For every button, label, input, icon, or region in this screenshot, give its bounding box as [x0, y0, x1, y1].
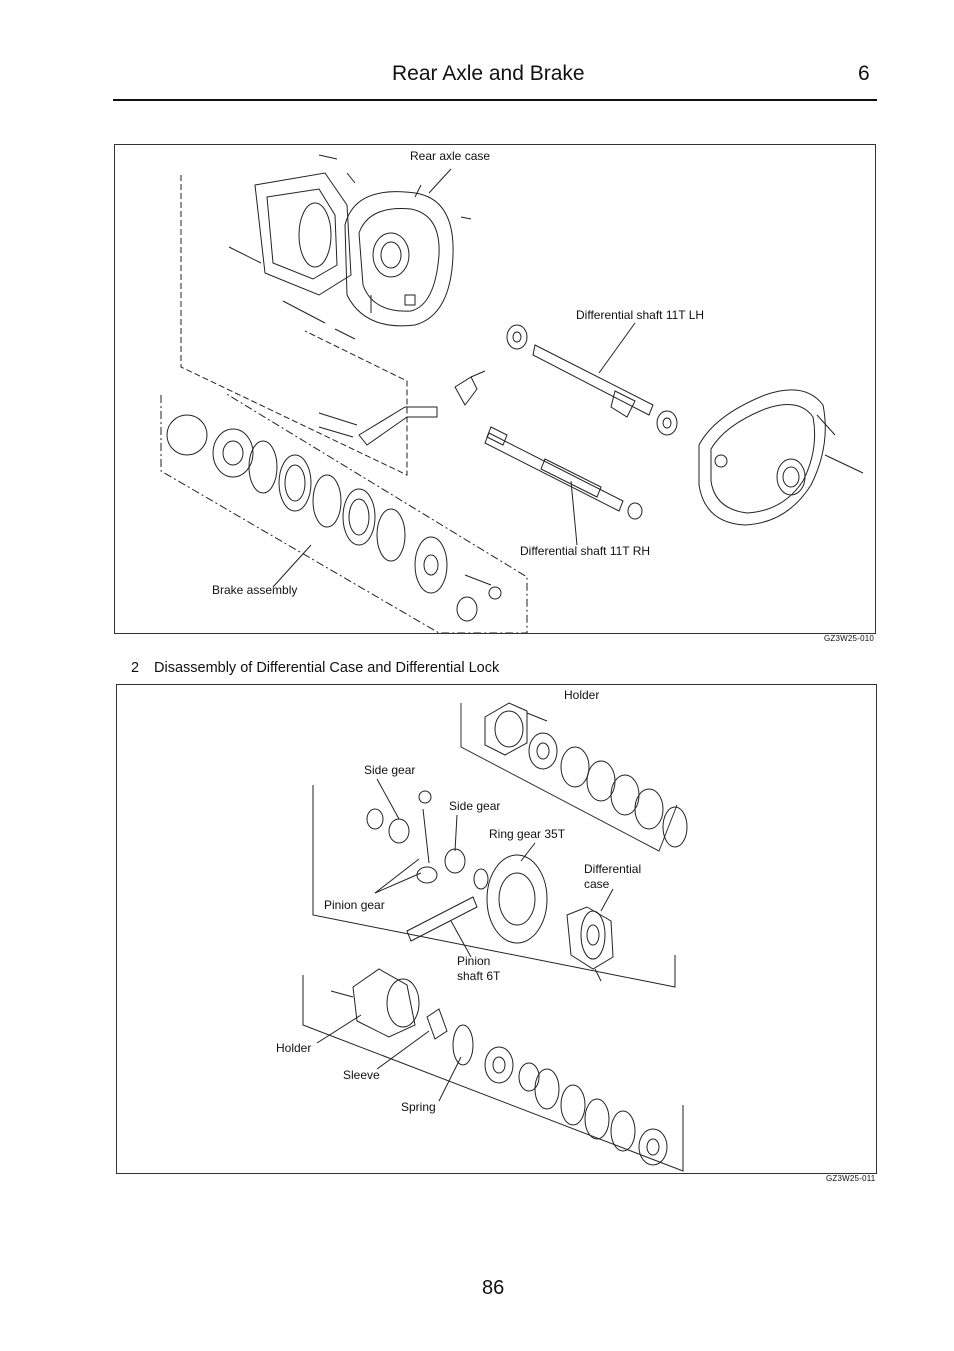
callout-holder-top: Holder: [564, 688, 600, 702]
callout-differential-shaft-rh: Differential shaft 11T RH: [520, 544, 651, 558]
callout-pinion-gear: Pinion gear: [324, 898, 385, 912]
rear-axle-drawing: [160, 154, 864, 633]
callout-sleeve: Sleeve: [343, 1068, 380, 1082]
page-number: 86: [482, 1277, 505, 1299]
page-header-title: Rear Axle and Brake: [392, 62, 585, 85]
callout-holder-bottom: Holder: [276, 1041, 312, 1055]
figure-code: GZ3W25-011: [826, 1174, 876, 1183]
callout-differential-shaft-lh: Differential shaft 11T LH: [576, 308, 705, 322]
callout-brake-assembly: Brake assembly: [212, 583, 298, 597]
callout-differential-case-line1: Differential: [584, 862, 642, 876]
callout-pinion-shaft-line1: Pinion: [457, 954, 491, 968]
chapter-number: 6: [858, 62, 870, 85]
figure-code: GZ3W25-010: [824, 634, 875, 643]
differential-drawing: [302, 702, 688, 1172]
differential-exploded-figure: Holder Side gear Side gear Ring gear 35T…: [116, 684, 877, 1174]
callout-pinion-shaft-line2: shaft 6T: [457, 969, 501, 983]
section-title: Disassembly of Differential Case and Dif…: [154, 660, 500, 676]
callout-differential-case-line2: case: [584, 877, 610, 891]
callout-rear-axle-case: Rear axle case: [410, 149, 491, 163]
callout-ring-gear: Ring gear 35T: [489, 827, 566, 841]
header-rule: [113, 99, 877, 101]
section-number: 2: [131, 660, 140, 676]
callout-spring: Spring: [401, 1100, 436, 1114]
callout-side-gear-1: Side gear: [364, 763, 416, 777]
callout-side-gear-2: Side gear: [449, 799, 501, 813]
section-heading: 2 Disassembly of Differential Case and Di…: [131, 660, 499, 676]
rear-axle-exploded-figure: Rear axle case Differential shaft 11T LH…: [114, 144, 876, 634]
